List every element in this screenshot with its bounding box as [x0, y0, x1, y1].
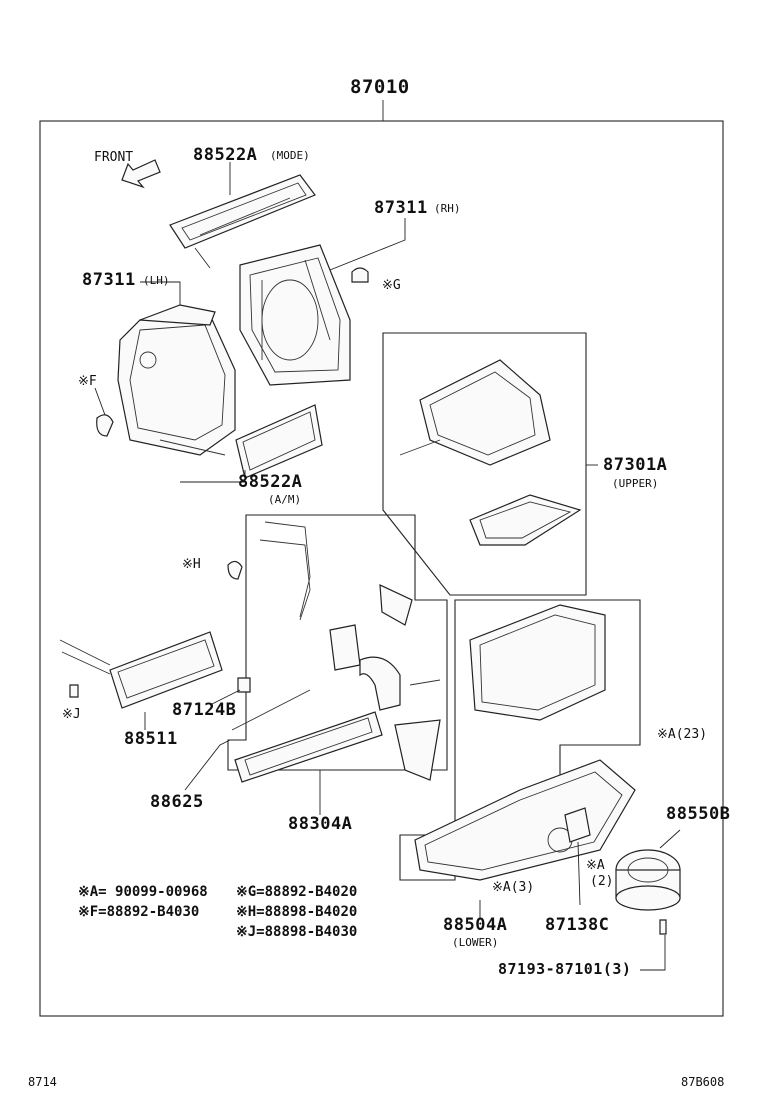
leader-87311-lh [140, 281, 181, 305]
lh-case-drawing [117, 304, 236, 456]
label-88522A-am: 88522A [238, 472, 303, 492]
page-code-right: 87B608 [681, 1075, 725, 1089]
heater-box [227, 514, 448, 771]
sublabel-am: (A/M) [268, 493, 302, 506]
label-87193: 87193-87101(3) [498, 960, 632, 978]
note-a2-qty: (2) [590, 874, 614, 889]
label-88511: 88511 [124, 729, 178, 749]
note-g: ※G [382, 278, 401, 293]
assembly-frame [39, 120, 724, 1017]
sublabel-mode: (MODE) [270, 149, 310, 162]
legend-j: ※J=88898-B4030 [236, 924, 358, 940]
leader-88625 [184, 739, 231, 791]
heater-core-88511-drawing [59, 631, 223, 709]
label-88504A: 88504A [443, 915, 508, 935]
lower-case-drawing [414, 604, 636, 881]
label-88550B: 88550B [666, 804, 731, 824]
leader-87124B [209, 689, 241, 706]
note-a2-mark: ※A [586, 858, 605, 873]
leader-87138C [577, 841, 581, 906]
legend-a: ※A= 90099-00968 [78, 884, 208, 900]
leader-f [94, 387, 106, 416]
heater-pipes-drawing [259, 521, 441, 781]
legend-g: ※G=88892-B4020 [236, 884, 358, 900]
assembly-number: 87010 [350, 76, 410, 98]
label-87124B: 87124B [172, 700, 237, 720]
clip-j-icon [69, 684, 79, 698]
note-h: ※H [182, 557, 201, 572]
legend-f: ※F=88892-B4030 [78, 904, 200, 920]
note-f: ※F [78, 374, 97, 389]
front-label: FRONT [94, 150, 134, 165]
upper-case-box [382, 332, 587, 596]
note-a3: ※A(3) [492, 880, 535, 895]
am-damper-drawing [235, 404, 323, 479]
label-87311-rh: 87311 [374, 198, 428, 218]
page-code-left: 8714 [28, 1075, 57, 1089]
label-87138C: 87138C [545, 915, 610, 935]
sublabel-lh: (LH) [143, 274, 170, 287]
upper-case-drawing [399, 359, 582, 546]
leader-88550B [659, 829, 681, 849]
sublabel-upper: (UPPER) [612, 477, 659, 490]
leader-87311-rh [329, 218, 406, 271]
screw-icon [659, 919, 667, 935]
sublabel-lower: (LOWER) [452, 936, 499, 949]
expansion-tube-drawing [231, 689, 311, 731]
note-a23: ※A(23) [657, 727, 708, 742]
leader-87193 [640, 935, 666, 971]
resistor-drawing [564, 807, 591, 843]
clip-h-icon [227, 560, 243, 580]
mode-damper-drawing [169, 174, 316, 269]
label-87301A: 87301A [603, 455, 668, 475]
label-88625: 88625 [150, 792, 204, 812]
front-arrow-icon [121, 159, 161, 189]
rh-case-drawing [239, 244, 351, 386]
legend-h: ※H=88898-B4020 [236, 904, 358, 920]
label-87311-lh: 87311 [82, 270, 136, 290]
blower-motor-drawing [615, 849, 681, 911]
clip-g-icon [351, 267, 369, 283]
heater-core-88304A-drawing [234, 711, 383, 783]
sublabel-rh: (RH) [434, 202, 461, 215]
label-88304A: 88304A [288, 814, 353, 834]
clip-f-icon [96, 414, 114, 437]
label-88522A-mode: 88522A [193, 145, 258, 165]
bracket-87124B-icon [237, 677, 251, 693]
note-j: ※J [62, 707, 81, 722]
leader-88522A-am [180, 470, 246, 483]
